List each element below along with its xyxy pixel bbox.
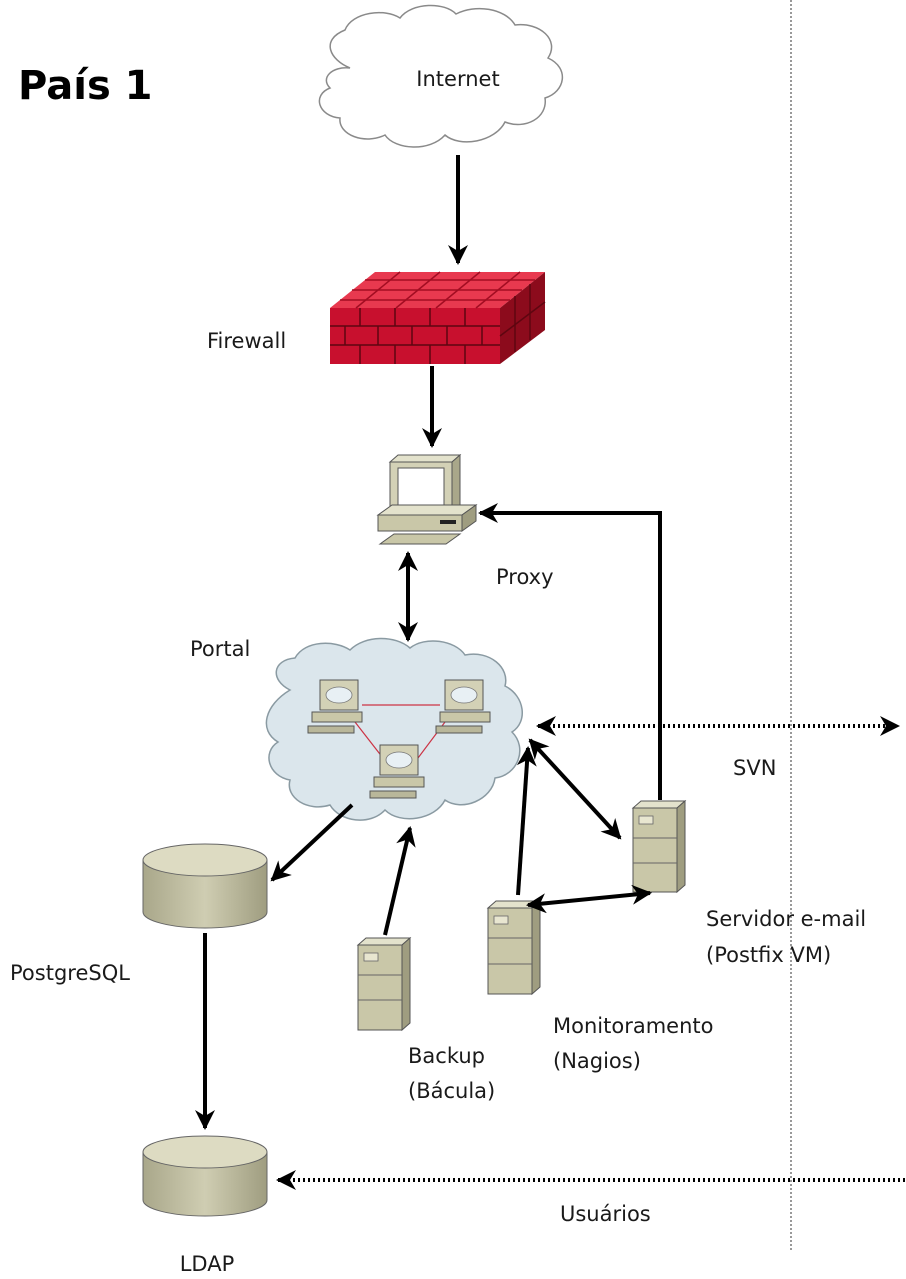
email-to-proxy-arrow <box>478 503 662 800</box>
backup-label-line1: Backup <box>408 1044 485 1068</box>
email-label-line2: (Postfix VM) <box>706 943 831 967</box>
monitoramento-email-arrow <box>526 884 652 914</box>
email-label-line1: Servidor e-mail <box>706 907 866 931</box>
workstation-icon <box>376 453 478 545</box>
portal-pc-right <box>435 679 491 734</box>
portal-pc-bottom <box>369 744 425 799</box>
server-tower-icon <box>631 799 687 894</box>
monitoramento-label-line1: Monitoramento <box>553 1014 713 1038</box>
network-cloud-icon <box>265 637 523 821</box>
portal-label: Portal <box>190 637 250 661</box>
monitoramento-label-line2: (Nagios) <box>553 1049 641 1073</box>
postgresql-label: PostgreSQL <box>10 961 130 985</box>
portal-to-postgresql-arrow <box>270 803 354 882</box>
portal-email-arrow <box>528 738 622 840</box>
firewall-icon <box>330 271 546 364</box>
database-icon <box>142 843 268 929</box>
backup-to-portal-arrow <box>383 826 416 936</box>
cloud-icon <box>318 4 564 148</box>
server-tower-icon <box>356 936 412 1032</box>
monitoramento-to-portal-arrow <box>516 746 537 896</box>
firewall-label: Firewall <box>207 329 286 353</box>
connection-arrows <box>195 155 662 1130</box>
svn-label: SVN <box>733 756 776 780</box>
database-icon <box>142 1135 268 1217</box>
backup-label-line2: (Bácula) <box>408 1079 495 1103</box>
server-tower-icon <box>486 899 542 996</box>
portal-pc-left <box>307 679 363 734</box>
page-title: País 1 <box>18 63 153 109</box>
ldap-label: LDAP <box>180 1252 235 1276</box>
dotted-arrows <box>276 716 906 1190</box>
internet-label: Internet <box>416 67 499 91</box>
usuarios-label: Usuários <box>560 1202 651 1226</box>
proxy-label: Proxy <box>496 565 554 589</box>
